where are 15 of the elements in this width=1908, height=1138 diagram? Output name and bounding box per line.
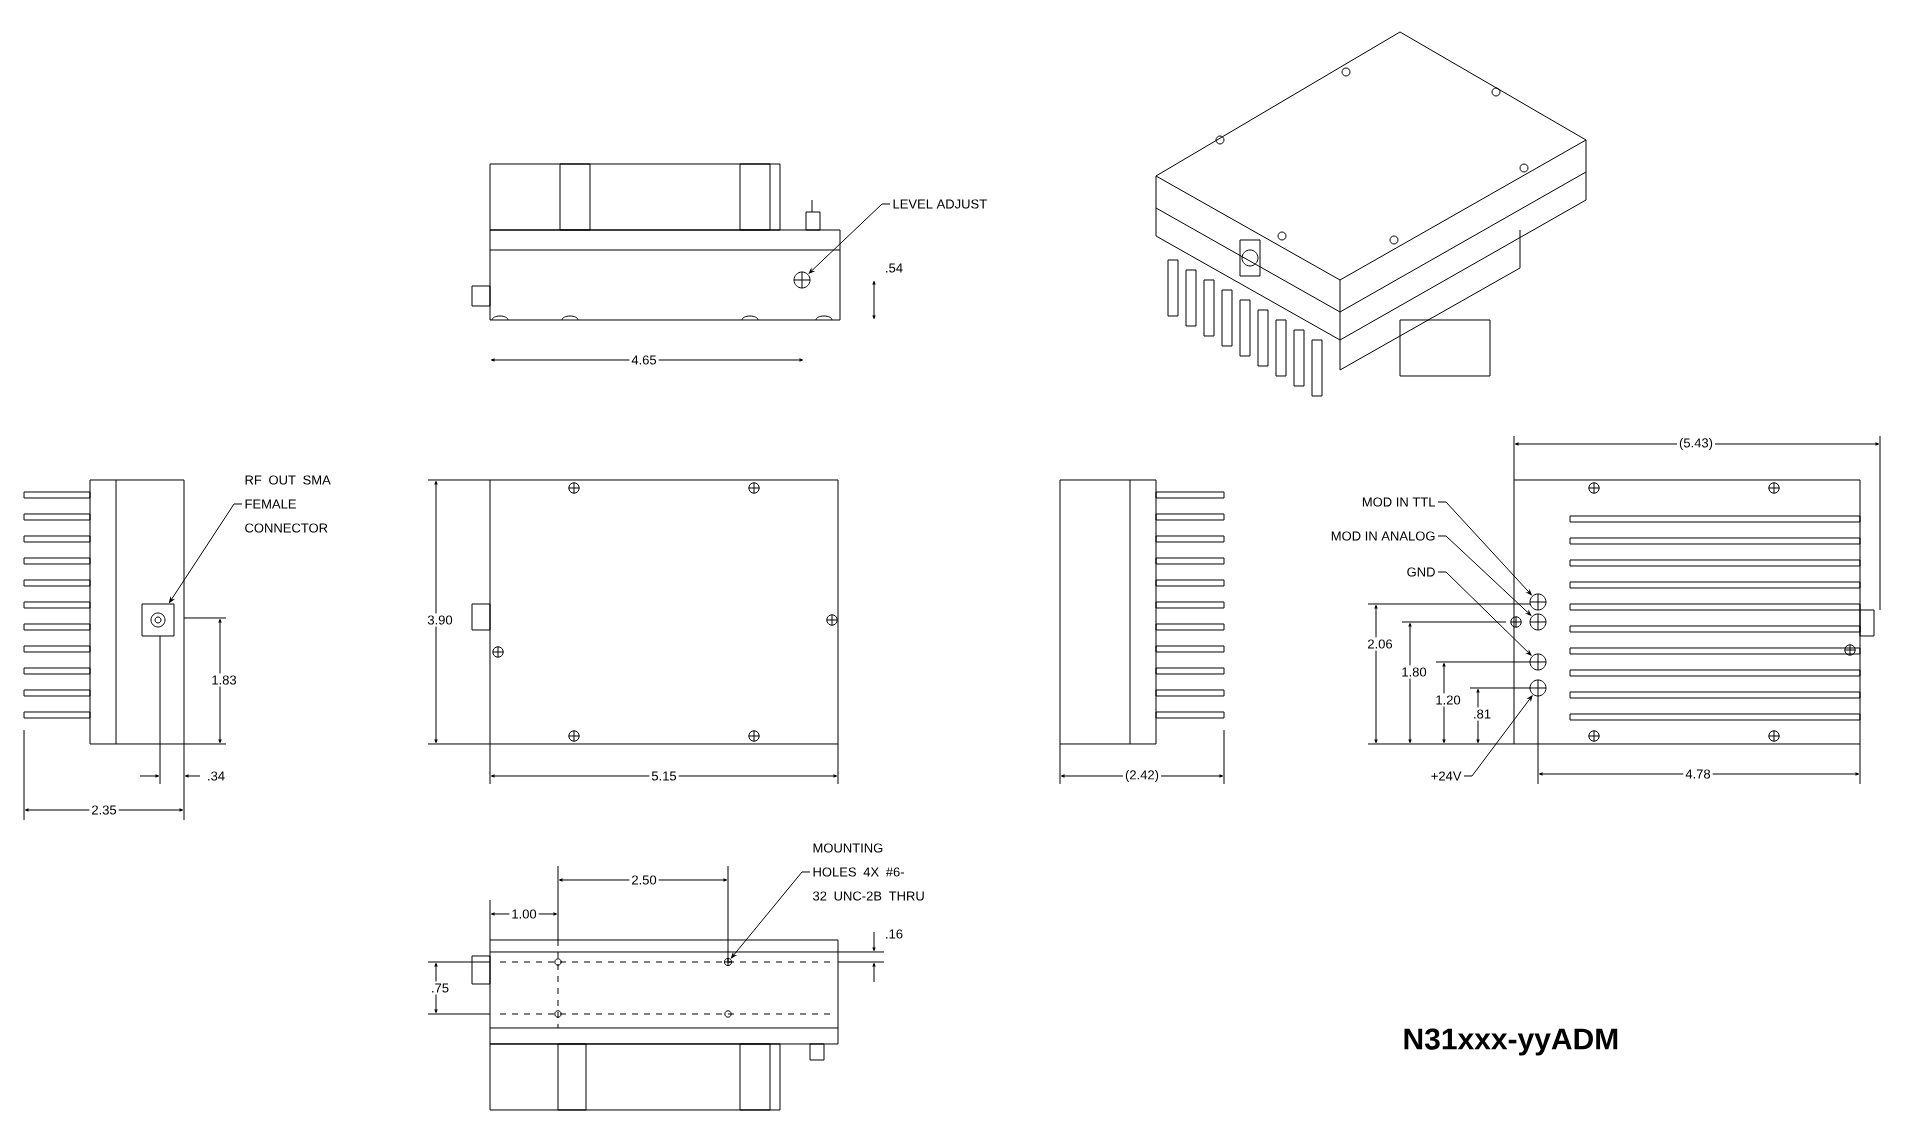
leader-line xyxy=(169,503,243,603)
hole xyxy=(793,271,811,289)
leader-line xyxy=(1437,571,1532,656)
connector xyxy=(141,603,175,637)
model-number: N31xxx-yyADM xyxy=(1404,1028,1618,1056)
hole xyxy=(1529,679,1547,697)
leader-line xyxy=(1463,695,1533,777)
hole xyxy=(1529,613,1547,631)
leader-line xyxy=(808,203,891,274)
leader-line xyxy=(731,871,811,959)
hole xyxy=(1529,653,1547,671)
hole xyxy=(723,957,733,967)
leader-line xyxy=(1437,501,1532,596)
hole xyxy=(1529,593,1547,611)
leader-line xyxy=(1437,535,1532,616)
